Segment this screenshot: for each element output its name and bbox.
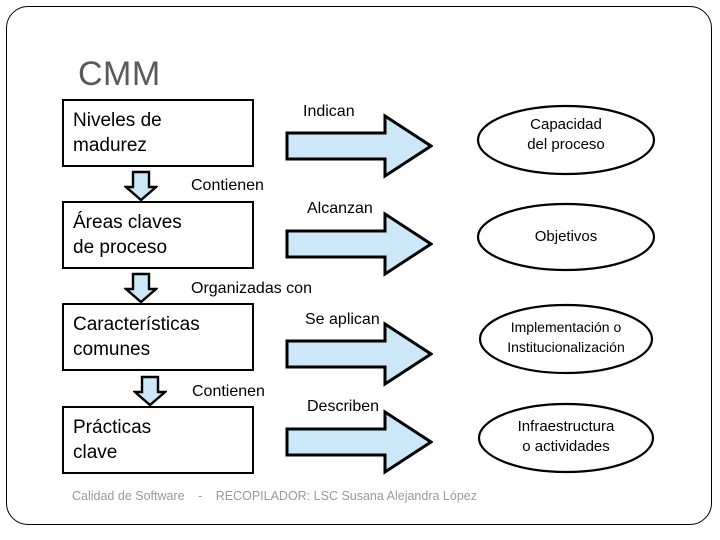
ellipse-label-objetivos: Objetivos: [534, 228, 598, 245]
connector-label-contienen-2: Contienen: [192, 383, 265, 400]
footer-credit: RECOPILADOR: LSC Susana Alejandra López: [215, 489, 477, 503]
connector-label-contienen-1: Contienen: [191, 177, 264, 194]
box-caracteristicas-comunes[interactable]: Características comunes: [62, 303, 254, 371]
arrow-label-alcanzan: Alcanzan: [307, 200, 373, 217]
down-arrow-organizadas-con: [124, 272, 158, 304]
arrow-right-se-aplican: [285, 321, 433, 387]
ellipse-objetivos[interactable]: [476, 202, 656, 272]
box-practicas-clave[interactable]: Prácticas clave: [62, 406, 254, 474]
ellipse-implementacion-institucionalizacion[interactable]: [478, 303, 654, 375]
box-niveles-de-madurez[interactable]: Niveles de madurez: [62, 99, 254, 167]
page-title: CMM: [78, 55, 161, 93]
box-areas-claves-de-proceso[interactable]: Áreas claves de proceso: [62, 201, 254, 269]
ellipse-label-capacidad-del-proceso: Capacidad del proceso: [527, 116, 605, 153]
footer-separator: -: [198, 489, 203, 503]
ellipse-infraestructura-actividades[interactable]: [477, 402, 655, 474]
ellipse-capacidad-del-proceso[interactable]: [476, 104, 656, 176]
arrow-label-describen: Describen: [307, 398, 380, 415]
arrow-label-indican: Indican: [303, 103, 355, 120]
arrow-right-describen: [285, 409, 433, 475]
ellipse-label-implementacion-institucionalizacion: Implementación o Institucionalización: [507, 319, 625, 355]
ellipse-label-infraestructura-actividades: Infraestructura o actividades: [517, 418, 615, 455]
footer-course: Calidad de Software: [72, 489, 185, 503]
down-arrow-contienen-1: [124, 170, 158, 202]
footer: Calidad de Software - RECOPILADOR: LSC S…: [72, 487, 532, 505]
arrow-right-alcanzan: [285, 211, 433, 277]
arrow-right-indican: [285, 113, 433, 179]
connector-label-organizadas-con: Organizadas con: [191, 280, 312, 297]
down-arrow-contienen-2: [133, 375, 167, 407]
arrow-label-se-aplican: Se aplican: [305, 311, 380, 328]
